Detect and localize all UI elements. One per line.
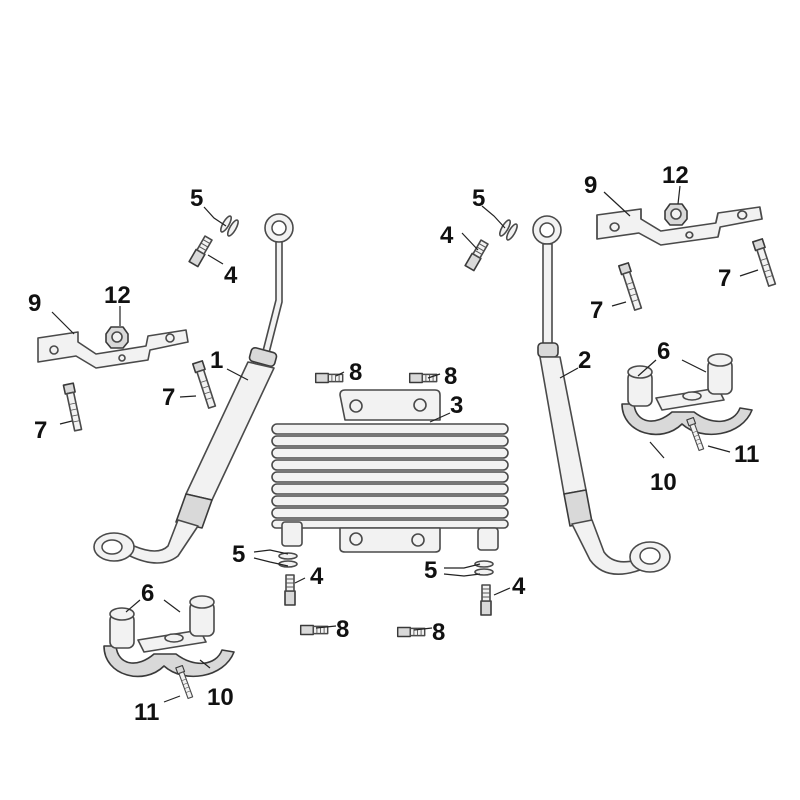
callout-5: 5 [232,541,245,568]
washer-5-d [474,560,494,576]
callout-7: 7 [34,417,47,444]
oil-hose-left [93,213,294,564]
callout-7: 7 [590,297,603,324]
callout-4: 4 [224,262,238,289]
long-bolt-7-d [751,238,778,288]
callout-6: 6 [657,338,670,365]
banjo-bolt-4-c [284,574,296,606]
callout-5: 5 [472,185,485,212]
callout-8: 8 [349,359,362,386]
callout-10: 10 [650,469,677,496]
callout-7: 7 [162,384,175,411]
callout-12: 12 [662,162,689,189]
banjo-bolt-4-b [464,238,490,272]
callout-5: 5 [190,185,203,212]
callout-12: 12 [104,282,131,309]
callout-2: 2 [578,347,591,374]
callout-8: 8 [444,363,457,390]
hose-clamp-left [103,595,235,678]
callout-4: 4 [512,573,526,600]
banjo-bolt-4-d [480,584,492,616]
callout-7: 7 [718,265,731,292]
oil-hose-right [532,215,671,576]
callout-4: 4 [310,563,324,590]
flange-nut-left [105,326,129,349]
long-bolt-7-a [62,382,84,432]
callout-10: 10 [207,684,234,711]
washer-5-a [218,213,241,239]
flange-nut-right [664,203,688,226]
callout-11: 11 [134,699,159,726]
callout-4: 4 [440,222,454,249]
callout-11: 11 [734,441,759,468]
callout-8: 8 [432,619,445,646]
washer-5-b [497,217,520,243]
callout-1: 1 [210,347,223,374]
callout-6: 6 [141,580,154,607]
bolt-8-b [408,372,438,384]
callout-8: 8 [336,616,349,643]
banjo-bolt-4-a [188,234,214,268]
callout-labels: 1 2 3 4 4 4 4 5 5 5 5 6 6 7 7 7 7 8 8 8 … [28,162,759,726]
hose-clamp-right [621,353,753,436]
callout-9: 9 [584,172,597,199]
callout-3: 3 [450,392,463,419]
leader-lines [51,185,759,703]
callout-9: 9 [28,290,41,317]
oil-cooler-radiator [271,389,509,553]
callout-5: 5 [424,557,437,584]
